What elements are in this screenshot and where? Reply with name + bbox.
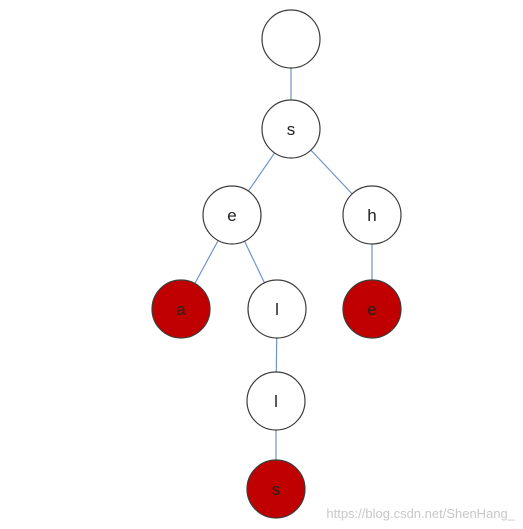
node-label: l xyxy=(274,392,278,411)
node-sel: l xyxy=(247,279,307,339)
end-node-circle xyxy=(342,279,402,339)
watermark: https://blog.csdn.net/ShenHang_ xyxy=(326,506,515,521)
end-node-circle xyxy=(246,459,306,519)
node-label: h xyxy=(367,206,376,225)
node-she: e xyxy=(342,279,402,339)
edge-se-sea xyxy=(194,240,219,284)
node-circle xyxy=(202,185,262,245)
edge-s-sh xyxy=(310,149,353,195)
node-label: e xyxy=(367,300,376,319)
end-node-circle xyxy=(151,279,211,339)
node-s: s xyxy=(261,99,321,159)
node-se: e xyxy=(202,185,262,245)
node-label: s xyxy=(287,120,296,139)
node-sells: s xyxy=(246,459,306,519)
node-sea: a xyxy=(151,279,211,339)
edges-layer xyxy=(194,68,373,460)
node-label: s xyxy=(272,480,281,499)
node-circle xyxy=(246,371,306,431)
node-circle xyxy=(342,185,402,245)
node-label: l xyxy=(275,300,279,319)
node-circle xyxy=(261,9,321,69)
edge-se-sel xyxy=(243,240,266,284)
nodes-layer: s e h a l e l s xyxy=(151,9,402,519)
node-label: e xyxy=(227,206,236,225)
node-sell: l xyxy=(246,371,306,431)
node-root xyxy=(261,9,321,69)
node-circle xyxy=(261,99,321,159)
edge-s-se xyxy=(247,152,276,192)
node-sh: h xyxy=(342,185,402,245)
node-label: a xyxy=(176,300,186,319)
node-circle xyxy=(247,279,307,339)
